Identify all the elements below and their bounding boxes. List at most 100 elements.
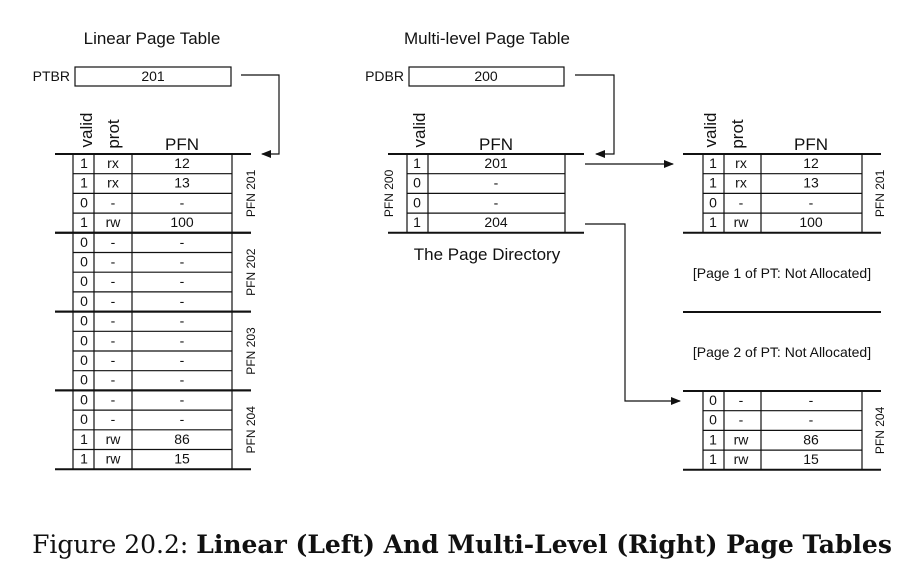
table-cell: 1 [413,214,421,230]
pfn-label: PFN 200 [382,169,396,217]
table-cell: 0 [709,392,717,408]
table-cell: 1 [80,214,88,230]
table-cell: 0 [80,194,88,210]
table-cell: 86 [803,431,819,447]
table-cell: - [180,391,185,407]
table-cell: 204 [484,214,508,230]
dir-to-pfn204-arrow [585,223,681,405]
not-allocated-note-1: [Page 1 of PT: Not Allocated] [693,265,871,281]
table-cell: 0 [80,234,88,250]
table-cell: - [809,392,814,408]
directory-caption: The Page Directory [414,245,561,264]
multi-title: Multi-level Page Table [404,29,570,48]
pt-top-header-pfn: PFN [794,135,828,154]
table-cell: 0 [709,194,717,210]
table-cell: 0 [80,372,88,388]
table-cell: - [111,194,116,210]
table-cell: - [180,313,185,329]
table-cell: 0 [413,194,421,210]
table-cell: rw [734,214,750,230]
table-cell: 100 [799,214,823,230]
table-cell: - [111,313,116,329]
table-cell: - [739,392,744,408]
table-cell: rw [734,431,750,447]
table-cell: rw [106,451,122,467]
table-cell: - [111,254,116,270]
table-cell: 0 [80,332,88,348]
pfn-label: PFN 204 [873,406,887,454]
table-cell: 1 [709,451,717,467]
ptbr-register [74,66,232,87]
table-cell: rx [735,175,747,191]
table-cell: 0 [80,411,88,427]
table-cell: 1 [709,155,717,171]
linear-header-prot: prot [104,119,123,149]
table-cell: - [494,194,499,210]
table-cell: 0 [80,273,88,289]
table-cell: - [111,372,116,388]
table-cell: - [180,254,185,270]
figure-caption: Figure 20.2: Linear (Left) And Multi-Lev… [32,530,892,559]
table-cell: 13 [174,175,190,191]
not-allocated-note-2: [Page 2 of PT: Not Allocated] [693,344,871,360]
table-cell: 86 [174,431,190,447]
table-cell: rw [106,431,122,447]
ptbr-label: PTBR [33,68,70,84]
table-cell: - [111,293,116,309]
pdbr-arrow [575,74,615,158]
table-cell: 0 [80,352,88,368]
pdbr-value: 200 [474,68,498,84]
figure-caption-prefix: Figure 20.2: [32,530,196,559]
table-cell: 0 [709,412,717,428]
pfn-label: PFN 201 [873,169,887,217]
table-cell: - [111,234,116,250]
pdbr-label: PDBR [365,68,404,84]
table-cell: - [739,194,744,210]
table-cell: - [180,332,185,348]
table-cell: - [180,273,185,289]
table-cell: - [180,293,185,309]
pfn-label: PFN 204 [244,406,258,454]
table-cell: rx [735,155,747,171]
table-cell: - [111,391,116,407]
table-cell: 0 [80,293,88,309]
directory-header-pfn: PFN [479,135,513,154]
table-cell: - [809,194,814,210]
table-cell: 1 [80,431,88,447]
table-cell: 201 [484,155,508,171]
table-cell: rx [107,155,119,171]
table-cell: 0 [80,391,88,407]
pt-top-header-valid: valid [701,113,720,148]
table-cell: 15 [174,451,190,467]
figure-caption-title: Linear (Left) And Multi-Level (Right) Pa… [196,530,892,559]
table-cell: - [111,352,116,368]
table-cell: 12 [803,155,819,171]
table-cell: 1 [80,155,88,171]
linear-header-pfn: PFN [165,135,199,154]
table-cell: - [180,352,185,368]
table-cell: 13 [803,175,819,191]
table-cell: - [739,412,744,428]
linear-header-valid: valid [77,113,96,148]
table-cell: rw [106,214,122,230]
table-cell: - [809,412,814,428]
table-cell: - [180,411,185,427]
pfn-label: PFN 201 [244,169,258,217]
table-cell: 1 [709,214,717,230]
linear-title: Linear Page Table [84,29,221,48]
table-cell: - [180,194,185,210]
table-cell: rx [107,175,119,191]
table-cell: 1 [709,175,717,191]
table-cell: 1 [80,175,88,191]
table-cell: - [494,175,499,191]
directory-header-valid: valid [410,113,429,148]
ptbr-arrow [241,74,280,158]
table-cell: 0 [413,175,421,191]
pfn-label: PFN 203 [244,327,258,375]
table-cell: - [180,372,185,388]
page-table-page-201: 1 rx 12 1 rx 13 0 - - 1 rw 100 PFN 201 [683,153,887,234]
